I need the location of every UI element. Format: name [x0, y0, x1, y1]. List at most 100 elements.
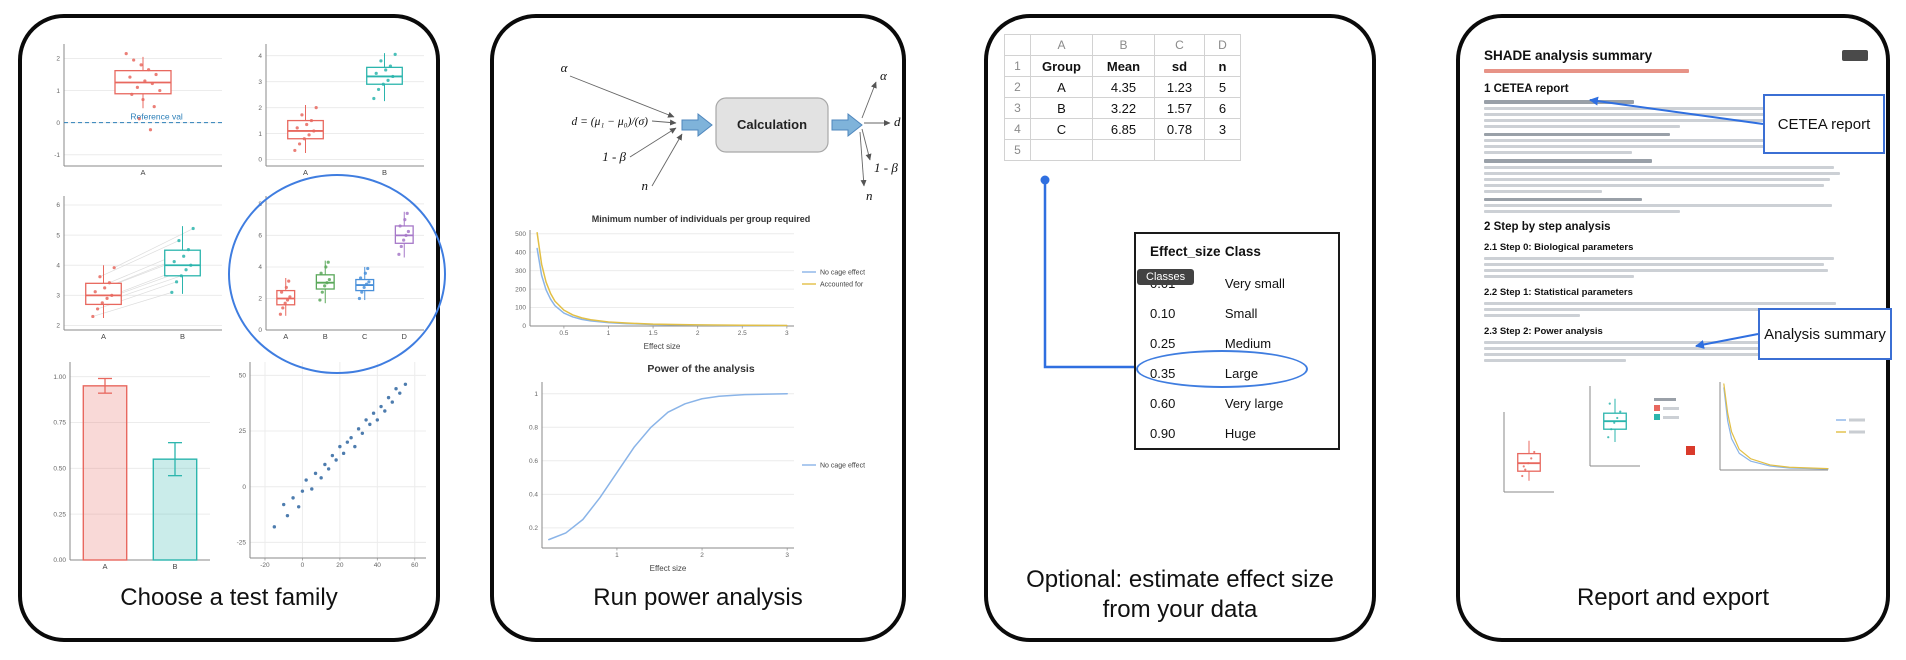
section-statistical-parameters: 2.2 Step 1: Statistical parameters: [1484, 287, 1633, 298]
svg-text:3: 3: [56, 293, 60, 300]
text-line-skeleton: [1484, 359, 1626, 362]
section-step-by-step: 2 Step by step analysis: [1484, 221, 1611, 233]
diagram-connector-lines: [569, 75, 891, 187]
spreadsheet-cell: 6: [1204, 97, 1241, 119]
spreadsheet-cell: C: [1030, 118, 1093, 140]
svg-text:50: 50: [239, 373, 247, 380]
spreadsheet-corner-cell: [1004, 34, 1031, 56]
block-arrow-in: [681, 112, 713, 138]
svg-text:4: 4: [258, 53, 262, 60]
legend-label-skeleton: [1663, 406, 1679, 410]
svg-text:1: 1: [258, 131, 262, 138]
text-line-skeleton: [1484, 151, 1632, 154]
svg-text:1: 1: [615, 552, 619, 559]
text-line-skeleton: [1484, 171, 1840, 175]
svg-text:Effect size: Effect size: [644, 342, 681, 351]
svg-text:6: 6: [258, 233, 262, 240]
svg-text:Power of the analysis: Power of the analysis: [647, 363, 755, 375]
svg-text:Minimum number of individuals: Minimum number of individuals per group …: [592, 214, 811, 224]
svg-text:A: A: [283, 332, 288, 341]
svg-text:A: A: [101, 332, 106, 341]
svg-text:0.8: 0.8: [529, 424, 538, 431]
report-generated-line: [1484, 69, 1689, 73]
input-n: n: [642, 178, 649, 193]
svg-text:4: 4: [258, 264, 262, 271]
effect-size-table: Effect_sizeClass0.01Very small0.10Small0…: [1134, 232, 1340, 450]
spreadsheet-cell: 0.78: [1154, 118, 1205, 140]
panel-caption: Optional: estimate effect size from your…: [1026, 566, 1334, 623]
panel-caption: Choose a test family: [120, 584, 338, 611]
subheading-skeleton: [1484, 197, 1642, 201]
svg-text:1: 1: [56, 88, 60, 95]
mini-sample-size-curve: [1719, 382, 1865, 471]
svg-text:500: 500: [515, 231, 526, 238]
spreadsheet-cell: B: [1030, 97, 1093, 119]
svg-text:0.2: 0.2: [529, 525, 538, 532]
legend-swatch-red: [1654, 405, 1660, 411]
text-line-skeleton: [1484, 314, 1580, 317]
svg-text:-20: -20: [260, 562, 270, 569]
svg-text:2: 2: [700, 552, 704, 559]
svg-text:2: 2: [258, 105, 262, 112]
spreadsheet-row-number: 4: [1004, 118, 1031, 140]
spreadsheet-row-number: 3: [1004, 97, 1031, 119]
effect-table-header: Class: [1224, 243, 1261, 259]
paragraph-skeleton: [1484, 341, 1868, 362]
svg-text:A: A: [140, 168, 145, 177]
mini-treatment-legend: [1654, 398, 1679, 423]
svg-text:5: 5: [56, 232, 60, 239]
svg-text:60: 60: [411, 562, 419, 569]
mini-boxplot-red: [1503, 412, 1554, 493]
callout-analysis-summary: Analysis summary: [1758, 308, 1892, 360]
svg-text:40: 40: [374, 562, 382, 569]
effect-size-class: Very small: [1224, 275, 1285, 291]
legend-title-skeleton: [1654, 398, 1676, 401]
svg-text:2: 2: [56, 323, 60, 330]
svg-text:3: 3: [258, 79, 262, 86]
text-line-skeleton: [1484, 165, 1834, 169]
svg-text:100: 100: [515, 305, 526, 312]
spreadsheet-cell: n: [1204, 55, 1241, 77]
large-effect-ellipse: [1136, 350, 1308, 388]
text-line-skeleton: [1484, 183, 1824, 187]
svg-text:0.4: 0.4: [529, 492, 538, 499]
svg-text:B: B: [382, 168, 387, 177]
svg-text:1.5: 1.5: [649, 330, 658, 337]
svg-text:20: 20: [336, 562, 344, 569]
output-one-minus-beta: 1 - β: [874, 160, 898, 175]
svg-text:0: 0: [242, 484, 246, 491]
spreadsheet-cell: [1030, 139, 1093, 161]
svg-text:-25: -25: [237, 540, 247, 547]
subheading-skeleton: [1484, 132, 1670, 136]
subheading-skeleton: [1484, 100, 1634, 104]
svg-text:C: C: [362, 332, 368, 341]
text-line-skeleton: [1484, 124, 1680, 128]
svg-text:B: B: [323, 332, 328, 341]
effect-size-value: 0.90: [1150, 425, 1176, 441]
panel-caption: Run power analysis: [593, 584, 803, 611]
svg-text:0: 0: [258, 327, 262, 334]
calculation-box: [715, 97, 829, 153]
text-line-skeleton: [1484, 189, 1602, 193]
output-alpha: α: [880, 68, 888, 83]
svg-text:1: 1: [534, 391, 538, 398]
text-line-skeleton: [1484, 263, 1824, 266]
svg-text:Effect size: Effect size: [650, 564, 687, 573]
spreadsheet-cell: [1092, 139, 1155, 161]
text-line-skeleton: [1484, 353, 1814, 356]
text-line-skeleton: [1484, 302, 1836, 305]
svg-text:0.6: 0.6: [529, 458, 538, 465]
spreadsheet-cell: Group: [1030, 55, 1093, 77]
spreadsheet-cell: [1154, 139, 1205, 161]
effect-size-class: Medium: [1224, 335, 1272, 351]
svg-text:A: A: [102, 562, 107, 571]
spreadsheet-cell: 3.22: [1092, 97, 1155, 119]
